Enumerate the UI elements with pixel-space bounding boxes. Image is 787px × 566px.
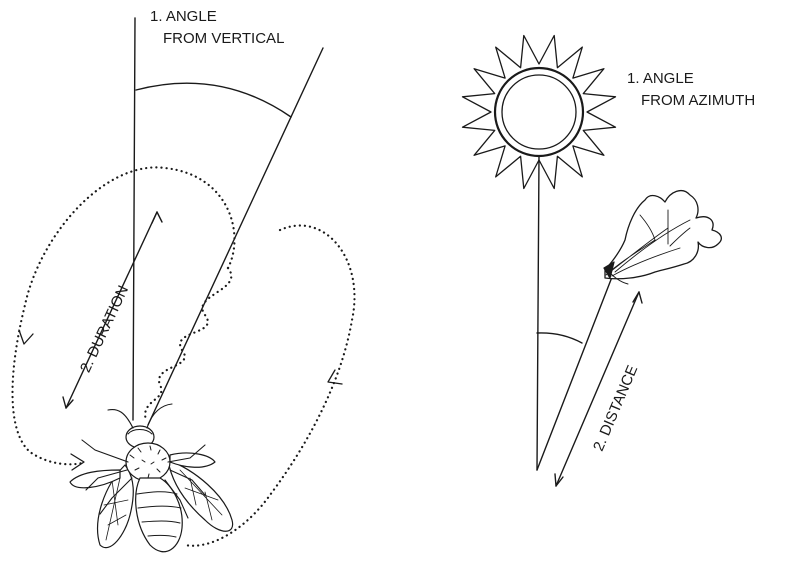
loop-direction-chevron xyxy=(71,454,84,470)
azimuth-reference-line xyxy=(537,156,539,470)
angle-from-azimuth-label-line1: 1. ANGLE xyxy=(627,70,694,88)
loop-direction-chevron xyxy=(19,330,33,344)
left-panel xyxy=(13,18,355,552)
waggle-direction-line xyxy=(148,48,323,425)
loop-direction-chevron xyxy=(328,370,342,384)
angle-from-vertical-label-line2: FROM VERTICAL xyxy=(163,30,284,48)
angle-from-vertical-label-line1: 1. ANGLE xyxy=(150,8,217,26)
waggle-run-wiggle xyxy=(145,268,231,420)
return-loop-left xyxy=(13,167,235,464)
angle-from-azimuth-label-line2: FROM AZIMUTH xyxy=(641,92,755,110)
duration-arrowhead-top xyxy=(152,212,162,223)
flower-icon xyxy=(604,191,721,284)
vertical-reference-line xyxy=(133,18,135,420)
angle-from-azimuth-arc xyxy=(537,333,582,343)
bee-icon xyxy=(70,404,233,552)
angle-from-vertical-arc xyxy=(136,83,291,117)
